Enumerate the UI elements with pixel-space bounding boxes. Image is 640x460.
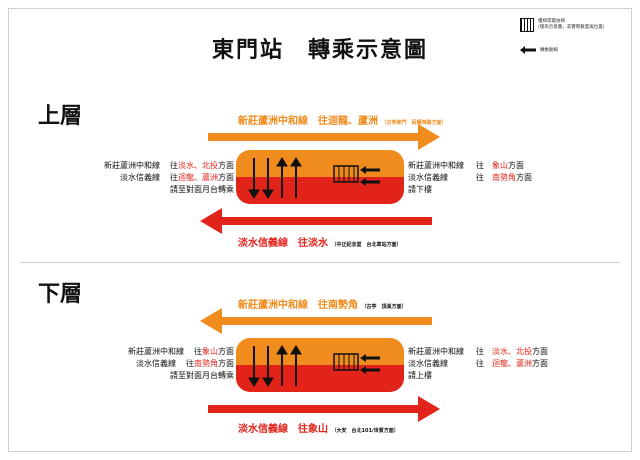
lower-right-transfer-info: 新莊蘆洲中和線往淡水、北投方面 淡水信義線往迴龍、蘆洲方面 請上樓 <box>408 347 548 380</box>
lower-orange-line-label: 新莊蘆洲中和線 往南勢角 （古亭 頂溪方面） <box>238 300 407 311</box>
lower-platform-symbols <box>248 345 380 387</box>
upper-orange-line-arrow <box>208 124 440 150</box>
upper-red-line-label: 淡水信義線 往淡水 （中正紀念堂 台北車站方面） <box>238 238 402 249</box>
lower-red-line-label: 淡水信義線 往象山 （大安 台北101/世貿方面） <box>238 424 399 435</box>
upper-red-line-arrow <box>200 208 432 234</box>
page-title: 東門站 轉乘示意圖 <box>211 38 428 63</box>
upper-orange-line-label: 新莊蘆洲中和線 往迴龍、蘆洲 （古亭東門 民權西路方面） <box>238 116 447 127</box>
lower-left-transfer-info: 新莊蘆洲中和線往象山方面 淡水信義線往南勢角方面 請至對面月台轉乘 <box>128 347 234 380</box>
lower-level-label: 下層 <box>38 282 83 307</box>
lower-orange-line-arrow <box>200 308 432 334</box>
upper-level-label: 上層 <box>38 104 83 129</box>
lower-red-line-arrow <box>208 396 440 422</box>
legend-arrow-text: 轉乘動線 <box>540 48 558 53</box>
legend-stairs-text-2: (僅為示意圖，非實際數量與位置) <box>538 25 605 30</box>
upper-platform-symbols <box>248 157 380 199</box>
transfer-arrow-legend-icon <box>520 46 536 54</box>
upper-left-transfer-info: 新莊蘆洲中和線往淡水、北投方面 淡水信義線往迴龍、蘆洲方面 請至對面月台轉乘 <box>104 161 234 194</box>
legend-stairs-text-1: 樓梯或電扶梯 <box>538 19 565 24</box>
upper-right-transfer-info: 新莊蘆洲中和線往象山方面 淡水信義線往南勢角方面 請下樓 <box>408 161 532 194</box>
level-divider <box>20 262 620 263</box>
stairs-legend-icon <box>520 18 534 32</box>
